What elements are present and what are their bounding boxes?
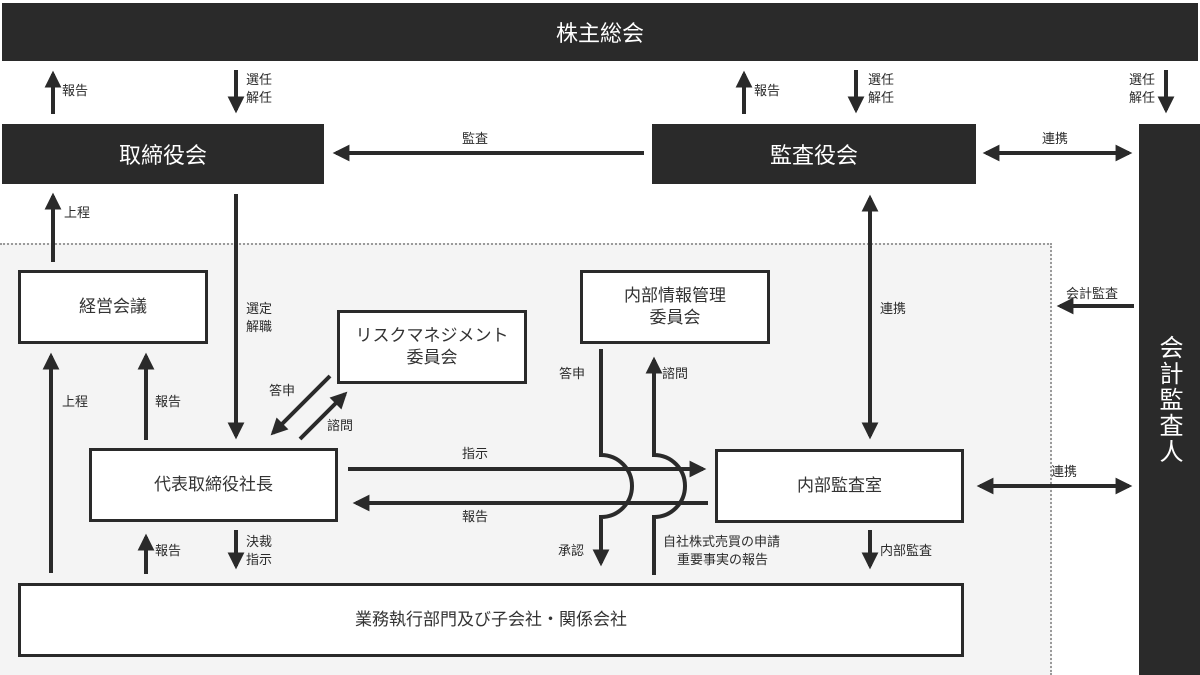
risk-committee-label-line2: 委員会 [406, 348, 458, 368]
audit-board-node[interactable]: 監査役会 [652, 124, 976, 184]
label-submit-management: 上程 [62, 395, 89, 410]
label-submit-board: 上程 [64, 206, 91, 221]
shareholders-meeting-label: 株主総会 [555, 22, 644, 47]
risk-committee-node[interactable]: リスクマネジメント 委員会 [337, 310, 527, 384]
label-decision-1: 決裁 [246, 535, 273, 550]
label-approval: 承認 [558, 544, 585, 559]
business-divisions-node[interactable]: 業務執行部門及び子会社・関係会社 [18, 583, 964, 657]
insider-info-committee-label-line1: 内部情報管理 [624, 285, 726, 306]
label-report-divisions: 報告 [155, 544, 182, 559]
label-report-board: 報告 [62, 84, 89, 99]
label-coop-audit-auditor: 連携 [1042, 132, 1069, 147]
label-insider-inquiry: 諮問 [662, 367, 689, 382]
president-node[interactable]: 代表取締役社長 [89, 448, 338, 522]
label-decision-2: 指示 [246, 553, 273, 568]
label-elect-audit-2: 解任 [868, 91, 895, 106]
label-report-management: 報告 [155, 395, 182, 410]
label-elect-auditor-2: 解任 [1129, 91, 1156, 106]
label-elect-board-2: 解任 [246, 91, 273, 106]
shareholders-meeting-node[interactable]: 株主総会 [2, 3, 1198, 61]
label-elect-board-1: 選任 [246, 73, 273, 88]
audit-board-label: 監査役会 [769, 144, 858, 169]
internal-audit-office-node[interactable]: 内部監査室 [715, 449, 964, 523]
label-insider-reply: 答申 [559, 367, 586, 382]
management-meeting-label: 経営会議 [79, 296, 147, 317]
label-risk-inquiry: 諮問 [327, 419, 354, 434]
label-elect-auditor-1: 選任 [1129, 73, 1156, 88]
label-coop-internal-auditor: 連携 [1051, 465, 1078, 480]
label-accounting-audit: 会計監査 [1066, 287, 1119, 302]
president-label: 代表取締役社長 [154, 474, 273, 495]
board-of-directors-node[interactable]: 取締役会 [2, 124, 324, 184]
risk-committee-label-line1: リスクマネジメント [355, 325, 509, 346]
management-meeting-node[interactable]: 経営会議 [18, 270, 208, 344]
label-appoint-1: 選定 [246, 302, 273, 317]
label-elect-audit-1: 選任 [868, 73, 895, 88]
label-stock-trade-2: 重要事実の報告 [677, 553, 769, 568]
label-risk-reply: 答申 [269, 384, 296, 399]
label-report-audit: 報告 [754, 84, 781, 99]
insider-info-committee-label-line2: 委員会 [649, 308, 701, 328]
business-divisions-label: 業務執行部門及び子会社・関係会社 [355, 609, 627, 630]
internal-audit-office-label: 内部監査室 [797, 475, 882, 496]
label-internal-audit: 内部監査 [880, 544, 933, 559]
label-appoint-2: 解職 [246, 320, 273, 335]
label-stock-trade-1: 自社株式売買の申請 [663, 535, 781, 550]
label-report-president: 報告 [462, 510, 489, 525]
label-coop-audit-internal: 連携 [880, 302, 907, 317]
board-of-directors-label: 取締役会 [118, 144, 207, 169]
insider-info-committee-node[interactable]: 内部情報管理 委員会 [580, 270, 770, 344]
label-instruction: 指示 [462, 447, 489, 462]
accounting-auditor-node[interactable]: 会計監査人 [1139, 124, 1200, 675]
accounting-auditor-label: 会計監査人 [1155, 334, 1183, 465]
label-audit: 監査 [462, 132, 489, 147]
